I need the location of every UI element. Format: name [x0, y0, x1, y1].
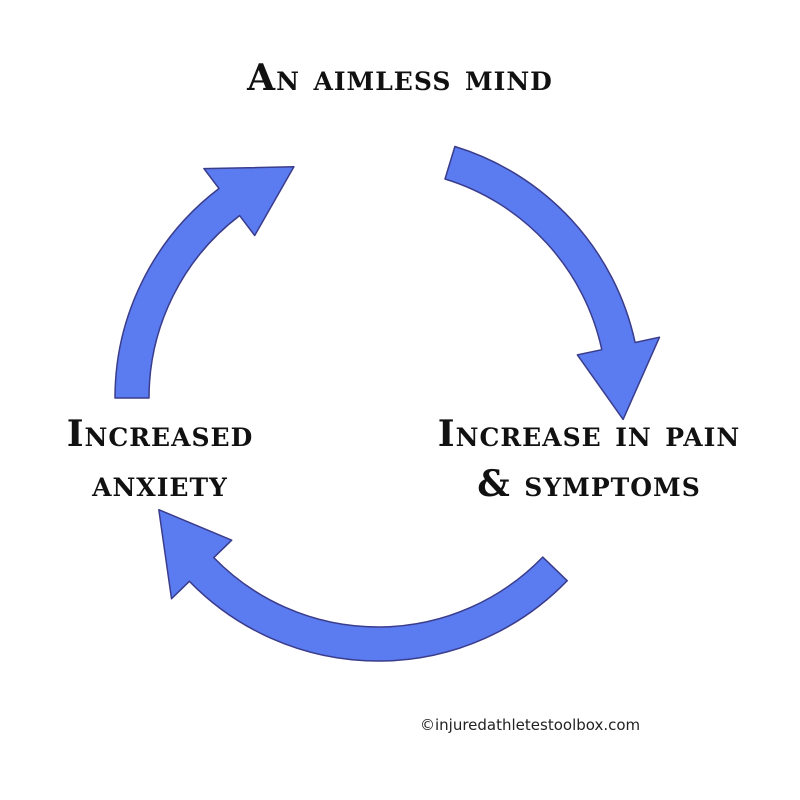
node-right-line-2: & symptoms	[477, 463, 701, 505]
copyright-text: ©injuredathletestoolbox.com	[420, 716, 641, 734]
node-left-line-1: Increased	[66, 413, 254, 455]
node-right-line-1: Increase in pain	[437, 413, 741, 455]
node-label-left: Increased anxiety	[10, 409, 310, 509]
arrow-top-to-right	[444, 145, 661, 421]
arrow-right-to-left	[158, 508, 568, 662]
node-label-right: Increase in pain & symptoms	[380, 409, 798, 509]
node-left-line-2: anxiety	[92, 463, 228, 505]
node-top-line-1: An aimless mind	[247, 57, 553, 99]
arrow-left-to-top	[114, 166, 295, 399]
node-label-top: An aimless mind	[100, 56, 700, 100]
